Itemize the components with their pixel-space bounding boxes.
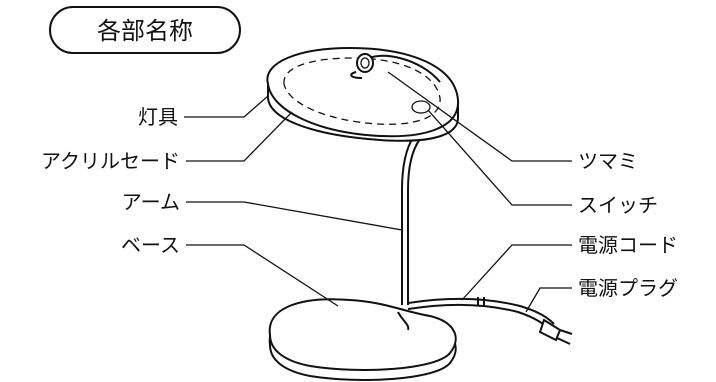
leader-lines (184, 71, 572, 313)
label-lamp-body: 灯具 (138, 105, 178, 129)
label-base: ベース (121, 233, 180, 257)
label-switch: スイッチ (578, 193, 658, 217)
base-top (268, 298, 457, 371)
leader-acrylic-shade (186, 111, 293, 162)
title-frame (49, 6, 241, 54)
label-power-cord: 電源コード (578, 233, 678, 257)
cord-upper (407, 297, 555, 325)
lamp-head-top (266, 46, 460, 138)
leader-knob (387, 71, 572, 162)
lamp-head-drawing (266, 46, 460, 142)
title-text: 各部名称 (97, 17, 193, 45)
arm-right (407, 138, 421, 305)
label-knob: ツマミ (578, 149, 638, 173)
base-mount (397, 311, 410, 331)
plug-drawing (538, 318, 573, 345)
shade-outline (283, 57, 441, 125)
plug-body (538, 318, 562, 342)
label-arm: アーム (122, 190, 180, 214)
leader-power-cord (461, 244, 572, 301)
knob-base (350, 71, 363, 79)
label-power-plug: 電源プラグ (578, 276, 678, 300)
title-badge: 各部名称 (49, 6, 241, 54)
knob-drawing (350, 53, 374, 79)
leader-power-plug (525, 287, 572, 313)
base-drawing (268, 298, 457, 381)
leader-switch (427, 109, 572, 206)
switch-drawing (411, 100, 431, 114)
leader-arm (186, 201, 403, 231)
label-acrylic-shade: アクリルセード (41, 149, 180, 173)
labels: 灯具 アクリルセード アーム ベース ツマミ スイッチ 電源コード 電源プラグ (41, 105, 678, 300)
lamp-illustration (266, 46, 573, 381)
leader-lamp-body (184, 95, 269, 118)
leader-base (186, 244, 339, 307)
plug-prong-2 (556, 337, 571, 345)
plug-prong-1 (559, 329, 573, 335)
arm-drawing (401, 135, 421, 305)
